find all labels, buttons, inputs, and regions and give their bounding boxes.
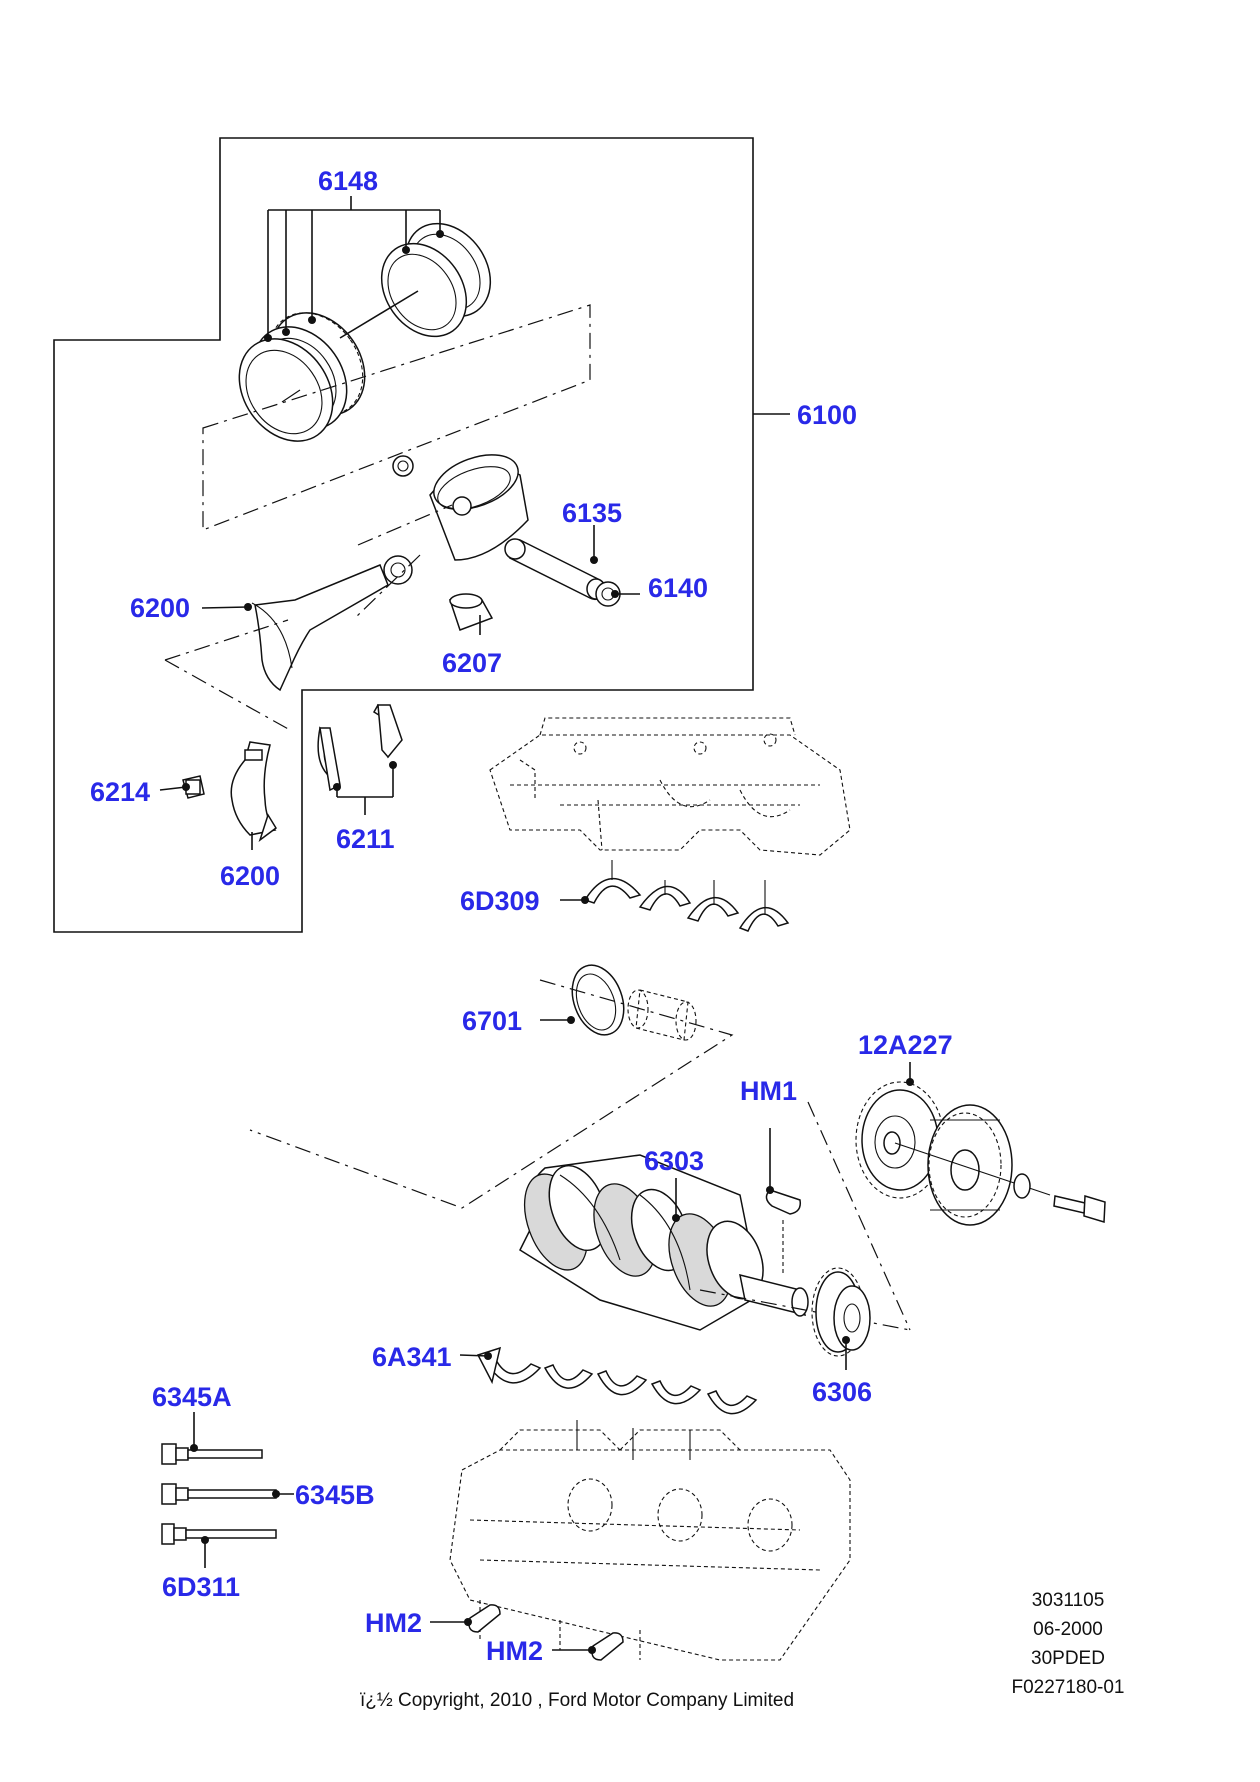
label-6306[interactable]: 6306	[812, 1377, 872, 1407]
label-6345A[interactable]: 6345A	[152, 1382, 232, 1412]
crankshaft-pulley	[927, 1104, 1013, 1226]
figure-ref: F0227180-01	[1011, 1677, 1125, 1698]
kit-boundary	[53, 137, 754, 933]
upper-block	[489, 717, 851, 856]
dowel-upper	[468, 1604, 501, 1633]
label-HM2-upper[interactable]: HM2	[365, 1608, 422, 1638]
dowel-lower	[591, 1632, 624, 1661]
piston-rings	[238, 222, 492, 442]
label-6D309[interactable]: 6D309	[460, 886, 540, 916]
diagram-date: 06-2000	[1033, 1619, 1103, 1640]
label-6135[interactable]: 6135	[562, 498, 622, 528]
label-6100[interactable]: 6100	[797, 400, 857, 430]
label-6148[interactable]: 6148	[318, 166, 378, 196]
cap-bolt	[182, 775, 205, 799]
label-6140[interactable]: 6140	[648, 573, 708, 603]
pilot-bearing	[627, 989, 697, 1041]
bolt-6D311	[161, 1523, 277, 1545]
conrod-bearings	[317, 703, 403, 815]
pulley-washer	[1013, 1173, 1031, 1199]
rear-seal	[571, 964, 625, 1036]
label-6214[interactable]: 6214	[90, 777, 150, 807]
diagram-code: 3031105	[1031, 1590, 1105, 1611]
label-12A227[interactable]: 12A227	[858, 1030, 953, 1060]
bolt-6345B	[161, 1483, 277, 1505]
piston	[392, 454, 529, 561]
piston-pin	[504, 538, 606, 601]
leader-6148	[264, 196, 444, 342]
label-6701[interactable]: 6701	[462, 1006, 522, 1036]
crankshaft-gear	[811, 1267, 871, 1357]
engine-code: 30PDED	[1031, 1648, 1105, 1669]
label-6D311[interactable]: 6D311	[162, 1572, 240, 1602]
label-6A341[interactable]: 6A341	[372, 1342, 452, 1372]
rod-cap	[230, 741, 277, 843]
connecting-rod	[251, 555, 413, 692]
main-bearings-upper	[583, 860, 790, 932]
bolt-6345A	[161, 1443, 263, 1465]
pin-bushing	[448, 593, 494, 631]
label-6207[interactable]: 6207	[442, 648, 502, 678]
crankshaft	[519, 1154, 809, 1331]
label-6345B[interactable]: 6345B	[295, 1480, 375, 1510]
cylinder-block	[449, 1429, 851, 1661]
label-HM1[interactable]: HM1	[740, 1076, 797, 1106]
copyright-notice: ï¿½ Copyright, 2010 , Ford Motor Company…	[360, 1690, 795, 1711]
woodruff-key	[765, 1189, 802, 1215]
trigger-wheel	[855, 1081, 945, 1199]
label-6303[interactable]: 6303	[644, 1146, 704, 1176]
label-6200-cap[interactable]: 6200	[220, 861, 280, 891]
label-6211[interactable]: 6211	[336, 824, 395, 854]
pulley-bolt	[1053, 1195, 1106, 1223]
main-bearings-lower	[476, 1346, 758, 1460]
label-HM2-lower[interactable]: HM2	[486, 1636, 543, 1666]
label-6200-rod[interactable]: 6200	[130, 593, 190, 623]
